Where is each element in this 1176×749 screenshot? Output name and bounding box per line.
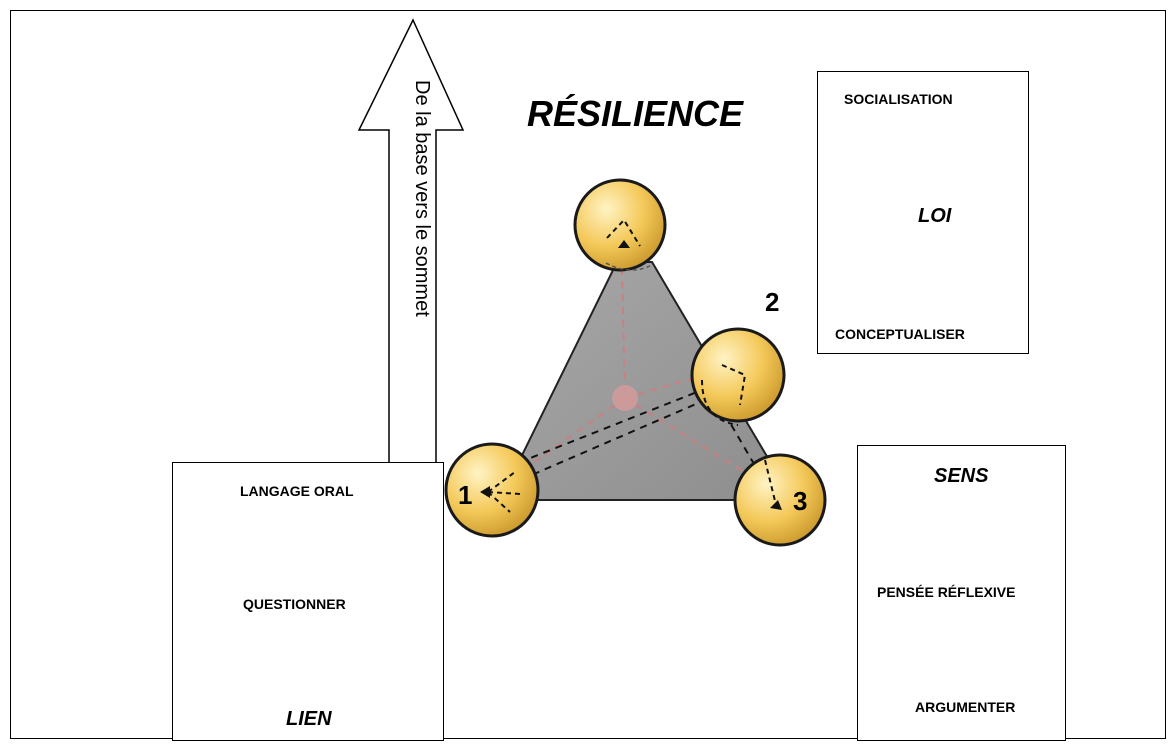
box-loi (817, 71, 1029, 354)
arrow-label: De la base vers le sommet (411, 80, 433, 317)
sphere-right (690, 327, 786, 426)
box-sens-middle: PENSÉE RÉFLEXIVE (877, 584, 1016, 600)
diagram-frame (10, 10, 1166, 739)
sphere-left (444, 442, 540, 538)
vertex-label-3: 3 (793, 486, 808, 516)
box-loi-middle: LOI (918, 205, 952, 227)
diagram-title: RÉSILIENCE (527, 93, 744, 134)
vertex-label-2: 2 (765, 287, 780, 317)
box-lien-middle: QUESTIONNER (243, 596, 346, 612)
box-lien-bottom: LIEN (286, 708, 332, 730)
box-sens-bottom: ARGUMENTER (915, 699, 1016, 715)
box-loi-bottom: CONCEPTUALISER (835, 326, 965, 342)
sphere-top (573, 178, 667, 272)
vertex-label-1: 1 (458, 480, 473, 510)
center-dot (612, 385, 638, 411)
upward-arrow (357, 18, 465, 465)
sphere-bottom-right (733, 453, 827, 547)
box-sens-top: SENS (934, 465, 989, 487)
box-lien-top: LANGAGE ORAL (240, 483, 354, 499)
box-lien (172, 462, 444, 741)
box-loi-top: SOCIALISATION (844, 91, 953, 107)
box-sens (857, 445, 1066, 741)
